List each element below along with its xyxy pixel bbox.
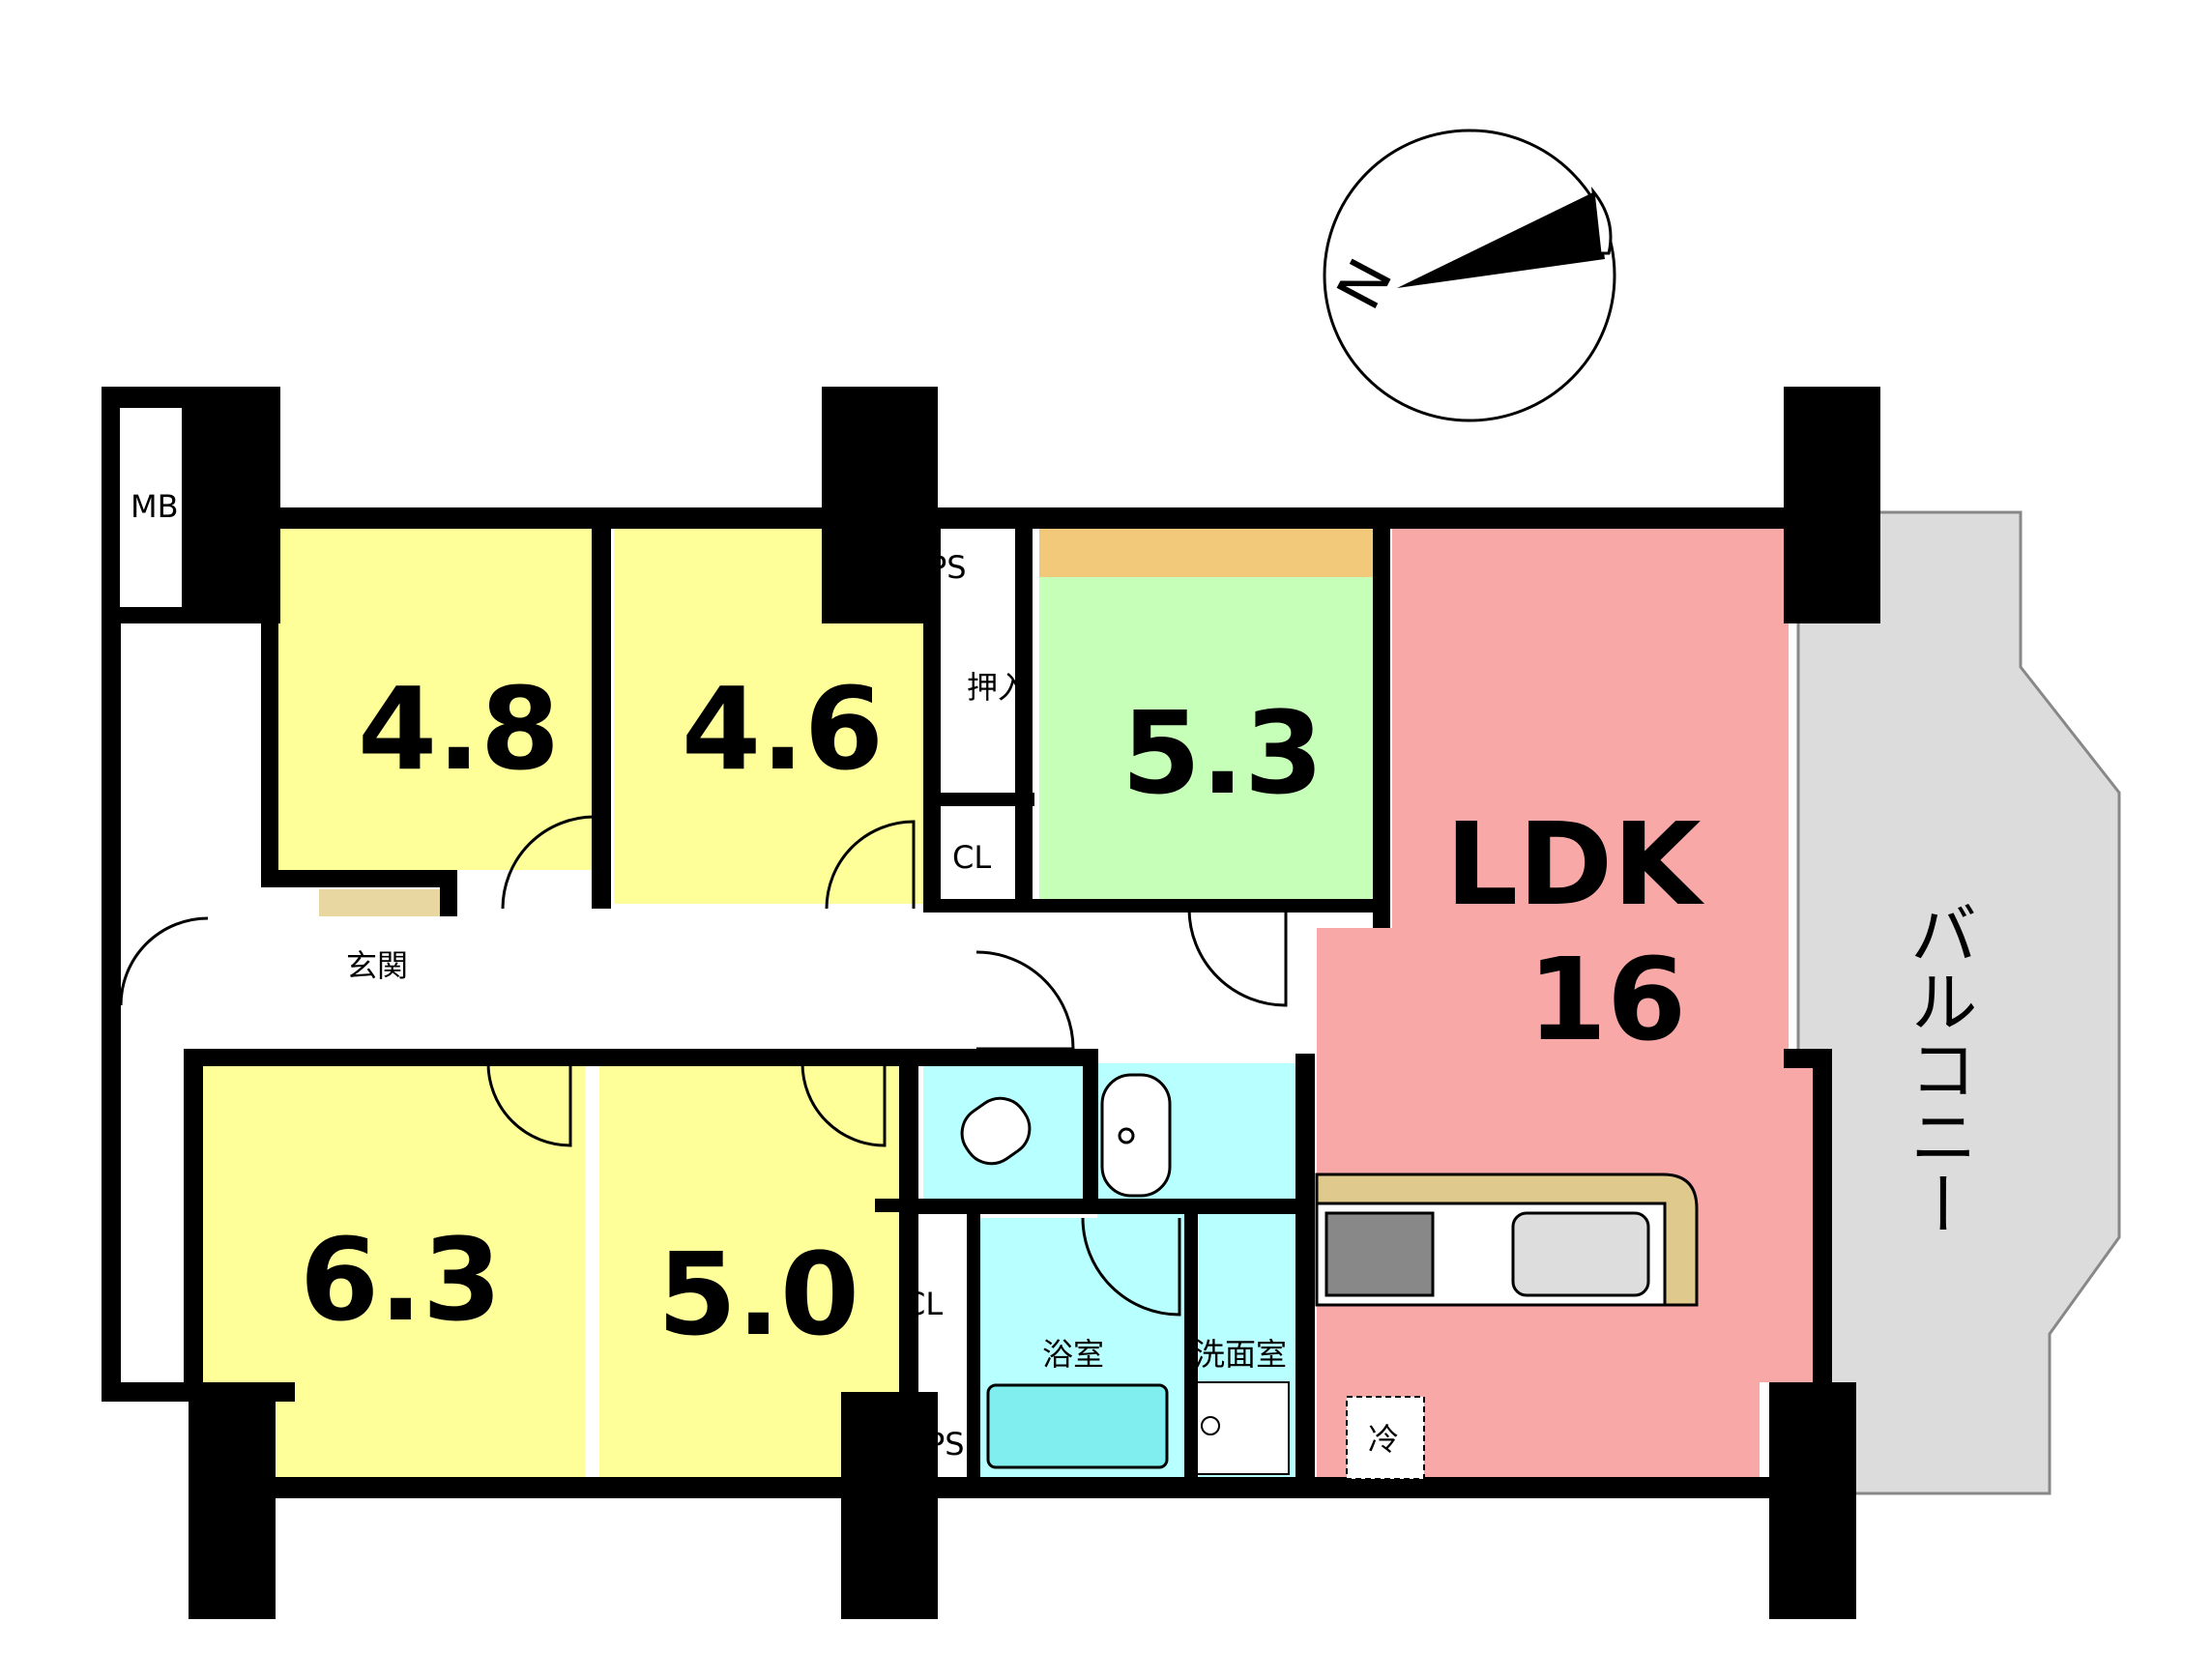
compass-needle — [1397, 191, 1605, 288]
compass: N — [1323, 129, 1616, 422]
cl-top-label: CL — [952, 839, 991, 876]
ps-top-label: PS — [928, 549, 967, 586]
wash-basin — [1100, 1073, 1172, 1198]
cl-bottom-label: CL — [904, 1286, 943, 1322]
room-bedroom-1-floor — [276, 527, 595, 870]
sink-icon — [1511, 1211, 1650, 1297]
room-ldk-label: LDK — [1445, 797, 1705, 931]
mb-closet — [116, 404, 186, 611]
room-bedroom-2-label: 4.6 — [682, 662, 884, 796]
genkan-label: 玄関 — [346, 947, 408, 984]
genkan-step — [319, 889, 440, 916]
room-ldk-area: 16 — [1528, 933, 1686, 1066]
mb-label: MB — [131, 488, 179, 525]
room-japanese-label: 5.3 — [1121, 686, 1324, 820]
bathtub — [986, 1383, 1169, 1469]
ps-bottom-label: PS — [926, 1426, 965, 1463]
compass-needle-tip — [1590, 187, 1613, 255]
basin-drain — [1118, 1127, 1135, 1144]
room-bedroom-3-label: 6.3 — [300, 1213, 502, 1347]
room-bedroom-1-label: 4.8 — [358, 662, 560, 796]
fridge-label: 冷 — [1368, 1421, 1399, 1458]
oshiire-label-line: 押入 — [967, 669, 1029, 706]
bath-label: 浴室 — [1042, 1336, 1104, 1373]
fridge-space — [1346, 1396, 1425, 1480]
washroom-label: 洗面室 — [1194, 1336, 1287, 1373]
oshiire-text: 押入 — [967, 669, 1029, 706]
doors — [119, 815, 1288, 1317]
stove-icon — [1324, 1211, 1435, 1297]
balcony-label: バルコニー — [1899, 899, 1978, 1237]
room-japanese-floor — [1039, 527, 1373, 904]
room-bedroom-4-label: 5.0 — [657, 1228, 859, 1361]
toilet-fixture — [960, 1096, 1032, 1166]
tatami-strip — [1039, 527, 1373, 577]
balcony — [1796, 510, 2121, 1495]
washer-drain — [1201, 1416, 1220, 1435]
